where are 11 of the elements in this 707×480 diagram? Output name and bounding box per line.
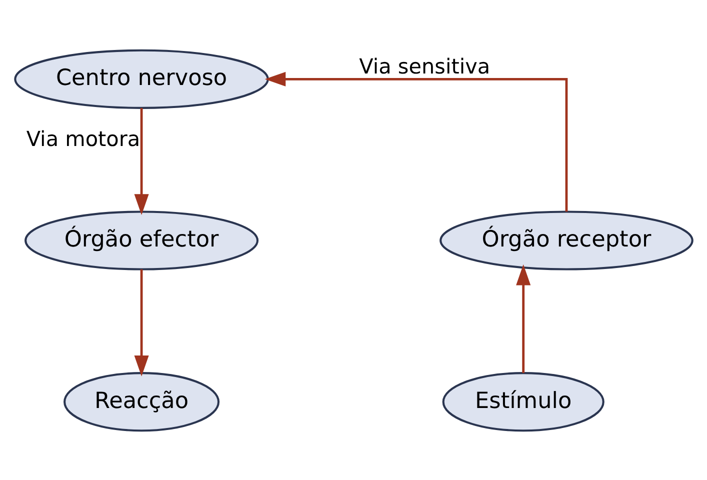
arrow — [516, 264, 531, 372]
arrow — [134, 268, 149, 376]
node-ellipse: Órgão receptor — [440, 210, 694, 270]
node-ellipse: Reacção — [64, 372, 220, 432]
node-ellipse: Centro nervoso — [14, 48, 269, 108]
node-ellipse: Estímulo — [442, 372, 604, 432]
edge-label: Via motora — [26, 126, 140, 150]
arrow — [134, 108, 149, 214]
edge-label: Via sensitiva — [359, 54, 490, 78]
node-ellipse: Órgão efector — [24, 210, 259, 270]
arrow — [264, 71, 568, 212]
